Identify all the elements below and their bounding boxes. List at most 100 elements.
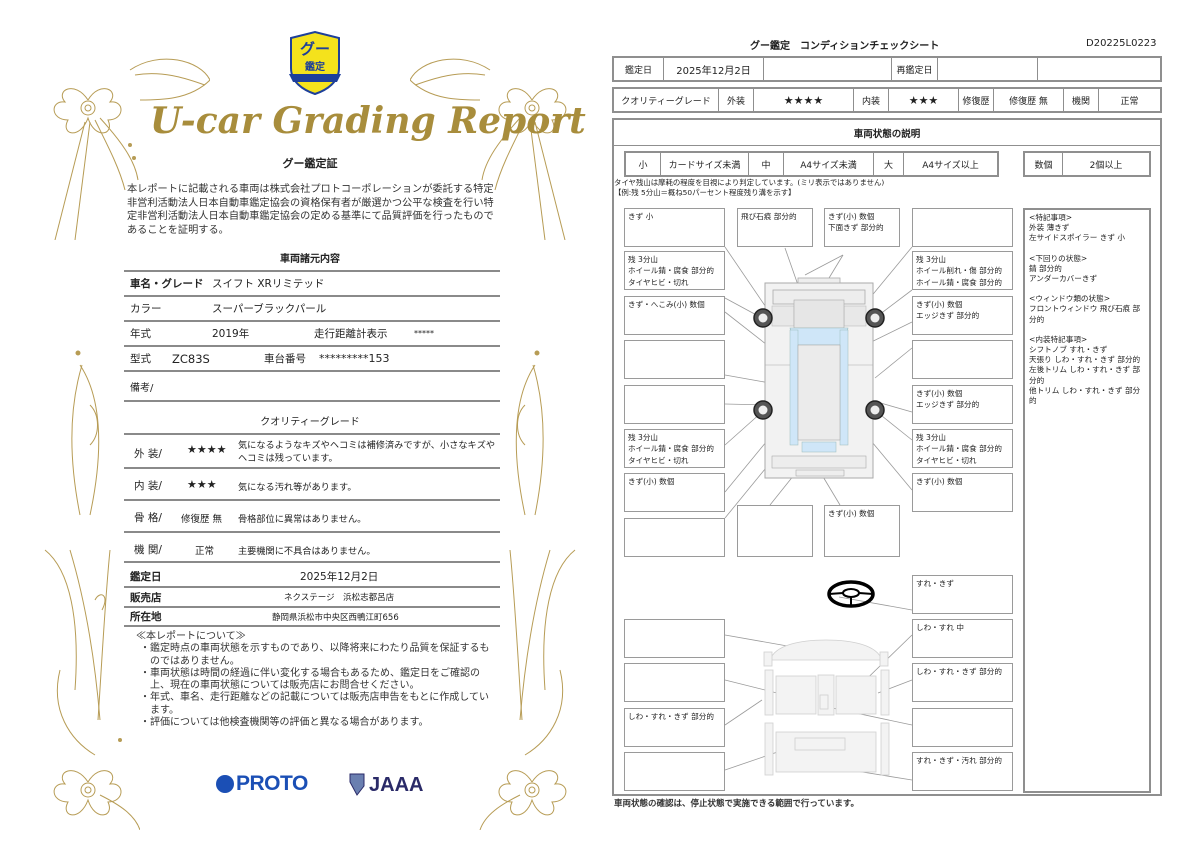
tire-note: タイヤ残山は摩耗の程度を目視により判定しています。(ミリ表示ではありません) 【… bbox=[614, 178, 885, 197]
date-row: 鑑定日 2025年12月2日 再鑑定日 bbox=[612, 56, 1162, 82]
exterior-note-rear-right: きず(小) 数個 bbox=[824, 505, 900, 557]
spec-row-name: 車名・グレード スイフト XRリミテッド bbox=[124, 270, 500, 295]
report-notes: ≪本レポートについて≫ ・鑑定時点の車両状態を示すものであり、以降将来にわたり品… bbox=[136, 631, 496, 729]
chassis-value: *********153 bbox=[319, 352, 390, 365]
jaaa-mark-icon bbox=[349, 773, 365, 796]
window-title: <ウィンドウ類の状態> bbox=[1029, 294, 1111, 304]
spec-row-color: カラー スーパーブラックパール bbox=[124, 295, 500, 320]
grade-row-engine: 機 関/ 正常 主要機関に不具合はありません。 bbox=[124, 531, 500, 563]
size-value: A4サイズ未満 bbox=[784, 153, 874, 175]
grade-label: 骨 格/ bbox=[134, 512, 162, 524]
grade-row: クオリティーグレード 外装 ★★★★ 内装 ★★★ 修復歴 修復歴 無 機関 正… bbox=[612, 87, 1162, 113]
interior-note-left-4 bbox=[624, 752, 725, 791]
condition-check-sheet: グー鑑定 コンディションチェックシート D20225L0223 鑑定日 2025… bbox=[600, 0, 1200, 848]
mileage-value: ***** bbox=[414, 329, 434, 338]
name-value: スイフト XRリミテッド bbox=[212, 278, 325, 290]
interior-note-right-4: すれ・きず・汚れ 部分的 bbox=[912, 752, 1013, 791]
note-item: ・鑑定時点の車両状態を示すものであり、以降将来にわたり品質を保証するものではあり… bbox=[140, 643, 490, 667]
date-value: 2025年12月2日 bbox=[664, 58, 764, 80]
floral-ornament-bottom-right bbox=[470, 540, 580, 831]
jaaa-logo: JAAA bbox=[348, 772, 423, 797]
sheet-id: D20225L0223 bbox=[1086, 38, 1157, 49]
color-label: カラー bbox=[130, 303, 162, 315]
shop-value: ネクステージ 浜松志都呂店 bbox=[284, 593, 395, 603]
quality-heading: クオリティーグレード bbox=[260, 417, 360, 428]
exterior-note-right-7: きず(小) 数個 bbox=[912, 473, 1013, 512]
year-value: 2019年 bbox=[212, 328, 250, 340]
repair-label: 修復歴 bbox=[959, 89, 994, 111]
grade-value: ★★★ bbox=[187, 478, 217, 491]
count-key: 数個 bbox=[1025, 153, 1063, 175]
quality-grade-table: 外 装/ ★★★★ 気になるようなキズやヘコミは補修済みですが、小さなキズやヘコ… bbox=[124, 433, 500, 563]
grade-label: 外 装/ bbox=[134, 448, 162, 460]
underbody-title: <下回りの状態> bbox=[1029, 253, 1088, 263]
svg-text:グー: グー bbox=[300, 40, 330, 58]
spec-row-year: 年式 2019年 走行距離計表示 ***** bbox=[124, 320, 500, 345]
notes-heading: ≪本レポートについて≫ bbox=[136, 631, 246, 642]
exterior-note-left-1: きず 小 bbox=[624, 208, 725, 247]
floral-ornament-left-mid bbox=[60, 345, 110, 525]
blank-cell bbox=[764, 58, 892, 80]
spec-row-model: 型式 ZC83S 車台番号 *********153 bbox=[124, 345, 500, 370]
interior-note-right-1: しわ・すれ 中 bbox=[912, 619, 1013, 658]
remarks-title: <特記事項> bbox=[1029, 213, 1073, 222]
address-value: 静岡県浜松市中央区西鴨江町656 bbox=[272, 612, 399, 623]
grade-desc: 気になる汚れ等があります。 bbox=[238, 482, 357, 493]
exterior-note-right-4 bbox=[912, 340, 1013, 379]
exterior-note-left-3: きず・へこみ(小) 数個 bbox=[624, 296, 725, 335]
quality-grade-label: クオリティーグレード bbox=[614, 89, 719, 111]
interior-note-left-3: しわ・すれ・きず 部分的 bbox=[624, 708, 725, 747]
color-value: スーパーブラックパール bbox=[212, 303, 327, 315]
interior-note-right-2: しわ・すれ・きず 部分的 bbox=[912, 663, 1013, 702]
spec-heading: 車両諸元内容 bbox=[280, 254, 340, 265]
count-value: 2個以上 bbox=[1089, 160, 1123, 171]
exterior-note-front-center: 飛び石痕 部分的 bbox=[737, 208, 813, 247]
appraisal-info-table: 鑑定日 2025年12月2日 販売店 ネクステージ 浜松志都呂店 所在地 静岡県… bbox=[124, 566, 500, 627]
certificate-intro: 本レポートに記載される車両は株式会社プロトコーポレーションが委託する特定非営利活… bbox=[127, 184, 494, 236]
date-label: 鑑定日 bbox=[130, 570, 162, 583]
exterior-note-right-5: きず(小) 数個 エッジきず 部分的 bbox=[912, 385, 1013, 424]
grade-row-interior: 内 装/ ★★★ 気になる汚れ等があります。 bbox=[124, 467, 500, 499]
grade-label: 内 装/ bbox=[134, 480, 162, 492]
grading-certificate: グー 鑑定 U-car Grading Report グー鑑定証 本レポートに記… bbox=[40, 30, 586, 831]
exterior-note-right-2: 残 3分山 ホイール削れ・傷 部分的 ホイール錆・腐食 部分的 bbox=[912, 251, 1013, 290]
date-value: 2025年12月2日 bbox=[300, 570, 379, 583]
interior-title: <内装特記事項> bbox=[1029, 334, 1088, 344]
footer-note: 車両状態の確認は、停止状態で実施できる範囲で行っています。 bbox=[614, 799, 860, 809]
exterior-note-left-5 bbox=[624, 385, 725, 424]
certificate-heading: グー鑑定証 bbox=[282, 157, 338, 170]
goo-kantei-badge-logo: グー 鑑定 bbox=[287, 30, 343, 96]
exterior-note-right-3: きず(小) 数個 エッジきず 部分的 bbox=[912, 296, 1013, 335]
info-row-date: 鑑定日 2025年12月2日 bbox=[124, 566, 500, 586]
info-row-shop: 販売店 ネクステージ 浜松志都呂店 bbox=[124, 586, 500, 606]
note-item: ・年式、車名、走行距離などの記載については販売店申告をもとに作成しています。 bbox=[140, 692, 489, 716]
exterior-note-left-8 bbox=[624, 518, 725, 557]
redate-label: 再鑑定日 bbox=[892, 58, 938, 80]
mileage-label: 走行距離計表示 bbox=[314, 328, 388, 340]
size-key: 大 bbox=[874, 153, 904, 175]
note-item: ・評価については他検査機関等の評価と異なる場合があります。 bbox=[140, 717, 429, 729]
exterior-note-rear-center bbox=[737, 505, 813, 557]
redate-value bbox=[938, 58, 1038, 80]
section-title: 車両状態の説明 bbox=[614, 120, 1160, 146]
interior-note-left-1 bbox=[624, 619, 725, 658]
size-key: 中 bbox=[749, 153, 784, 175]
name-label: 車名・グレード bbox=[130, 278, 204, 290]
engine-label: 機関 bbox=[1064, 89, 1099, 111]
exterior-note-left-6: 残 3分山 ホイール錆・腐食 部分的 タイヤヒビ・切れ bbox=[624, 429, 725, 468]
model-value: ZC83S bbox=[172, 351, 210, 366]
exterior-note-right-6: 残 3分山 ホイール錆・腐食 部分的 タイヤヒビ・切れ bbox=[912, 429, 1013, 468]
remarks-label: 備考/ bbox=[130, 382, 154, 394]
exterior-note-left-2: 残 3分山 ホイール錆・腐食 部分的 タイヤヒビ・切れ bbox=[624, 251, 725, 290]
sheet-title: グー鑑定 コンディションチェックシート bbox=[750, 41, 940, 52]
count-legend: 数個 2個以上 bbox=[1023, 151, 1151, 177]
proto-mark-icon bbox=[216, 775, 234, 793]
model-label: 型式 bbox=[130, 353, 151, 365]
address-label: 所在地 bbox=[130, 611, 162, 623]
report-script-title: U-car Grading Report bbox=[150, 100, 586, 142]
note-item: ・車両状態は時間の経過に伴い変化する場合もあるため、鑑定日をご確認の上、現在の車… bbox=[140, 667, 480, 692]
chassis-label: 車台番号 bbox=[264, 353, 306, 365]
floral-ornament-bottom-left bbox=[40, 540, 141, 831]
size-value: カードサイズ未満 bbox=[661, 153, 749, 175]
grade-label: 機 関/ bbox=[134, 544, 162, 556]
